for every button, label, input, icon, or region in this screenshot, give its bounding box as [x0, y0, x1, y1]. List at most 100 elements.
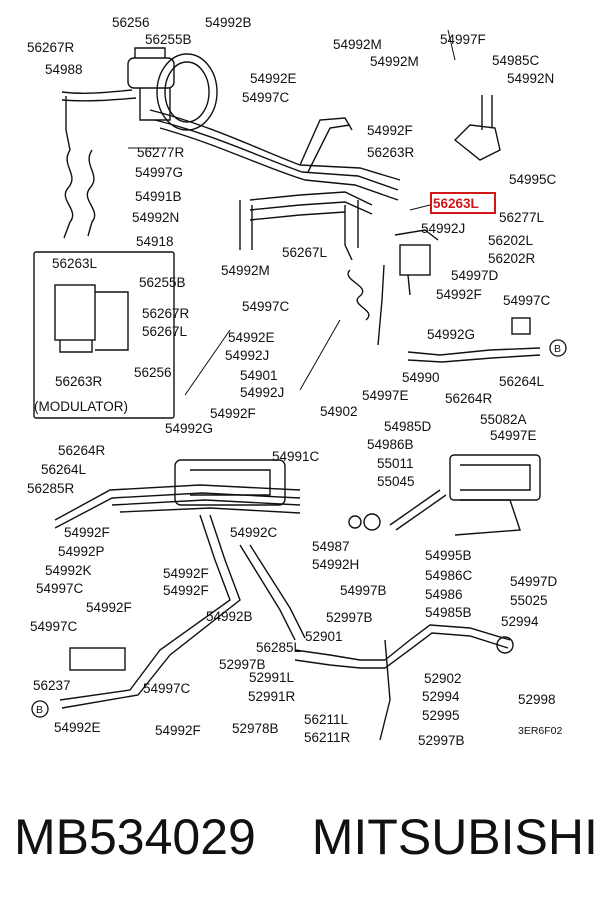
- label-54995C: 54995C: [509, 172, 557, 187]
- label-55011: 55011: [377, 456, 414, 471]
- label-54997C: 54997C: [30, 619, 78, 634]
- label-54992F: 54992F: [163, 583, 209, 598]
- label-54992F: 54992F: [210, 406, 256, 421]
- label-52901: 52901: [305, 629, 343, 644]
- modulator-inset: 56263L 56255B 56267R 56267L 56263R 56256…: [34, 256, 190, 414]
- label-54986: 54986: [425, 587, 463, 602]
- label-54991B: 54991B: [135, 189, 182, 204]
- label-56202R: 56202R: [488, 251, 536, 266]
- part-number: MB534029: [14, 809, 256, 865]
- label-56264R: 56264R: [58, 443, 106, 458]
- label-54988: 54988: [45, 62, 83, 77]
- callout-b-left: B: [31, 700, 49, 718]
- label-54992K: 54992K: [45, 563, 92, 578]
- label-56267R: 56267R: [27, 40, 75, 55]
- modulator-label-56255B: 56255B: [139, 275, 186, 290]
- label-54992M: 54992M: [370, 54, 419, 69]
- label-54992F: 54992F: [64, 525, 110, 540]
- label-56202L: 56202L: [488, 233, 534, 248]
- drawing-code: 3ER6F02: [518, 725, 563, 737]
- label-54992N: 54992N: [507, 71, 554, 86]
- label-54992F: 54992F: [163, 566, 209, 581]
- part-labels: 56256 54992B 56267R 56255B 54992M 54997F…: [27, 15, 563, 748]
- label-54997G: 54997G: [135, 165, 183, 180]
- label-54997D: 54997D: [510, 574, 558, 589]
- label-56211R: 56211R: [304, 730, 351, 745]
- label-54992M: 54992M: [333, 37, 382, 52]
- label-52902: 52902: [424, 671, 462, 686]
- modulator-label-56263R: 56263R: [55, 374, 103, 389]
- label-52991L: 52991L: [249, 670, 295, 685]
- label-56267L: 56267L: [282, 245, 328, 260]
- label-54990: 54990: [402, 370, 440, 385]
- modulator-label-56267R: 56267R: [142, 306, 190, 321]
- label-52998: 52998: [518, 692, 556, 707]
- label-56211L: 56211L: [304, 712, 349, 727]
- label-54997C: 54997C: [36, 581, 84, 596]
- label-56256: 56256: [112, 15, 150, 30]
- label-54991C: 54991C: [272, 449, 320, 464]
- label-52978B: 52978B: [232, 721, 279, 736]
- label-52994: 52994: [422, 689, 460, 704]
- label-54992H: 54992H: [312, 557, 359, 572]
- highlight-box: [430, 192, 496, 214]
- label-52994: 52994: [501, 614, 539, 629]
- label-54901: 54901: [240, 368, 278, 383]
- label-54997E: 54997E: [490, 428, 537, 443]
- label-54902: 54902: [320, 404, 358, 419]
- modulator-caption: (MODULATOR): [34, 399, 128, 414]
- label-56264L: 56264L: [41, 462, 87, 477]
- label-56255B: 56255B: [145, 32, 192, 47]
- label-54997B: 54997B: [340, 583, 387, 598]
- label-54986C: 54986C: [425, 568, 473, 583]
- label-54992F: 54992F: [367, 123, 413, 138]
- label-56277R: 56277R: [137, 145, 185, 160]
- label-55045: 55045: [377, 474, 415, 489]
- label-54992E: 54992E: [228, 330, 275, 345]
- label-54992F: 54992F: [155, 723, 201, 738]
- label-54992E: 54992E: [250, 71, 297, 86]
- label-54992M: 54992M: [221, 263, 270, 278]
- label-56277L: 56277L: [499, 210, 545, 225]
- label-54985B: 54985B: [425, 605, 472, 620]
- label-54997C: 54997C: [242, 90, 290, 105]
- modulator-label-56256: 56256: [134, 365, 172, 380]
- label-54997F: 54997F: [440, 32, 486, 47]
- label-52997B: 52997B: [219, 657, 266, 672]
- modulator-label-56263L: 56263L: [52, 256, 98, 271]
- label-54992J: 54992J: [225, 348, 269, 363]
- label-55082A: 55082A: [480, 412, 527, 427]
- label-56237: 56237: [33, 678, 71, 693]
- label-54992J: 54992J: [421, 221, 465, 236]
- label-52995: 52995: [422, 708, 460, 723]
- footer: MB534029 MITSUBISHI: [14, 808, 598, 868]
- label-54992F: 54992F: [86, 600, 132, 615]
- label-56263L-highlighted: 56263L: [433, 196, 479, 211]
- label-54997C: 54997C: [242, 299, 290, 314]
- label-54985D: 54985D: [384, 419, 432, 434]
- brake-line-art: [33, 29, 541, 741]
- label-56285R: 56285R: [27, 481, 75, 496]
- label-54992E: 54992E: [54, 720, 101, 735]
- label-54997C: 54997C: [143, 681, 191, 696]
- label-54987: 54987: [312, 539, 350, 554]
- brand-name: MITSUBISHI: [311, 809, 598, 865]
- label-54995B: 54995B: [425, 548, 472, 563]
- label-54985C: 54985C: [492, 53, 540, 68]
- modulator-label-56267L: 56267L: [142, 324, 188, 339]
- callout-b-right-text: B: [554, 343, 561, 355]
- callout-b-right: B: [549, 339, 567, 357]
- label-52991R: 52991R: [248, 689, 296, 704]
- label-54997E: 54997E: [362, 388, 409, 403]
- label-56285L: 56285L: [256, 640, 302, 655]
- label-54992B: 54992B: [205, 15, 252, 30]
- label-54992G: 54992G: [427, 327, 475, 342]
- label-56264L: 56264L: [499, 374, 545, 389]
- label-54992F: 54992F: [436, 287, 482, 302]
- label-52997B: 52997B: [326, 610, 373, 625]
- label-54997C: 54997C: [503, 293, 551, 308]
- label-52997B: 52997B: [418, 733, 465, 748]
- label-54992N: 54992N: [132, 210, 179, 225]
- label-54997D: 54997D: [451, 268, 499, 283]
- label-54992J: 54992J: [240, 385, 284, 400]
